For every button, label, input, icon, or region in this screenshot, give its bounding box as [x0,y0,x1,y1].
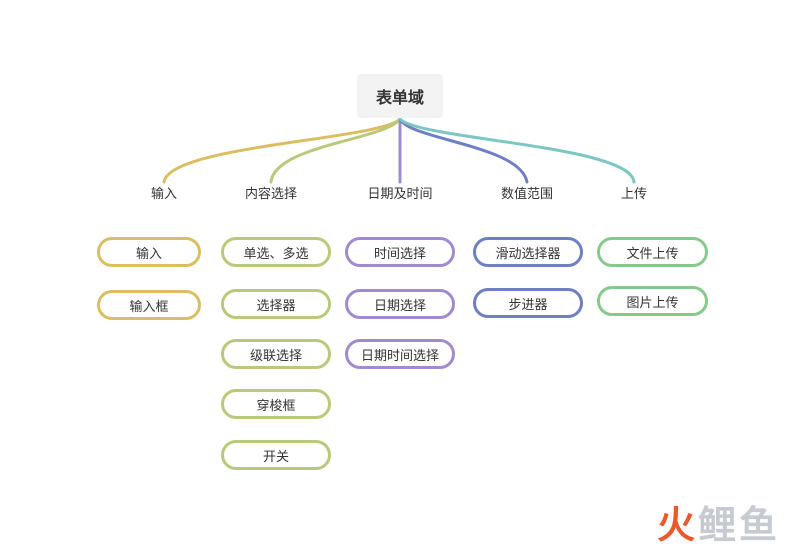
category-upload: 上传 [620,187,648,202]
item-input-box: 输入框 [97,290,201,320]
root-label: 表单域 [375,88,424,107]
category-datetime: 日期及时间 [367,187,433,202]
item-slider: 滑动选择器 [473,237,583,267]
watermark-char: 鱼 [738,503,778,547]
item-image-upload: 图片上传 [597,286,708,316]
watermark-char: 鲤 [697,503,737,547]
item-date-picker: 日期选择 [345,289,455,319]
category-input: 输入 [150,187,178,202]
item-radio-checkbox: 单选、多选 [221,237,331,267]
watermark-logo: 火 鲤 鱼 [657,494,778,549]
connector-upload [398,117,636,184]
item-switch: 开关 [221,440,331,470]
item-cascader: 级联选择 [221,339,331,369]
item-selector: 选择器 [221,289,331,319]
item-transfer: 穿梭框 [221,389,331,419]
connector-content-select [269,117,402,184]
root-node: 表单域 [357,74,443,118]
category-range: 数值范围 [500,187,554,202]
item-time-picker: 时间选择 [345,237,455,267]
connector-range [398,117,529,184]
watermark-char: 火 [656,503,696,547]
item-datetime-picker: 日期时间选择 [345,339,455,369]
item-file-upload: 文件上传 [597,237,708,267]
item-stepper: 步进器 [473,288,583,318]
category-content-select: 内容选择 [244,187,298,202]
item-input: 输入 [97,237,201,267]
connector-input [162,117,402,184]
